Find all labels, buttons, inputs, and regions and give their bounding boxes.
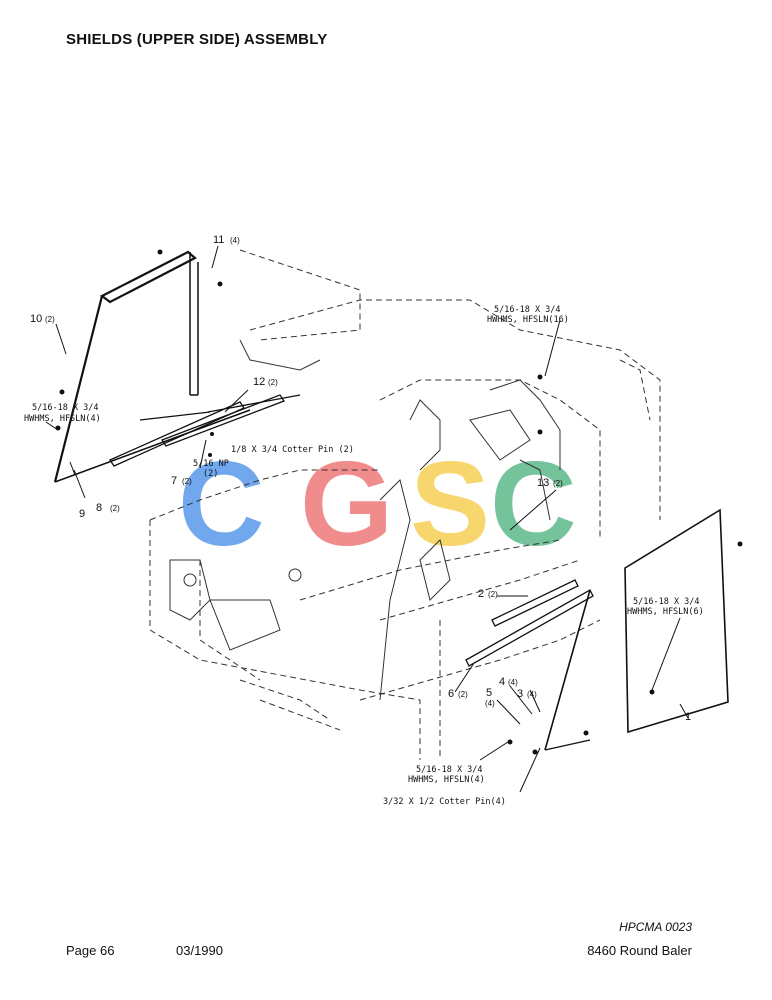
hardware-left-type: HWHMS, HFSLN(4) xyxy=(24,414,101,424)
cotter-pin-top: 1/8 X 3/4 Cotter Pin (2) xyxy=(231,445,354,455)
watermark-letter-c2: C xyxy=(490,437,577,571)
watermark: C G S C xyxy=(178,437,577,571)
hardware-bottom-size: 5/16-18 X 3/4 xyxy=(416,765,483,775)
callout-3: 3 xyxy=(517,688,523,700)
left-shield-panel xyxy=(53,250,251,483)
callout-4-qty: (4) xyxy=(508,678,518,687)
np-size: 5/16 NP xyxy=(193,459,229,469)
left-strips xyxy=(109,394,301,467)
callout-13-qty: (2) xyxy=(553,479,563,488)
hardware-right-size: 5/16-18 X 3/4 xyxy=(633,597,700,607)
right-shield-panel xyxy=(544,508,729,751)
baler-frame xyxy=(149,249,661,760)
baler-frame-solid xyxy=(169,339,561,701)
hardware-top-type: HWHMS, HFSLN(16) xyxy=(487,315,569,325)
callout-7: 7 xyxy=(171,475,177,487)
page-number: Page 66 xyxy=(66,943,115,958)
callout-12: 12 xyxy=(253,376,265,388)
callout-7-qty: (2) xyxy=(182,477,192,486)
callout-3-qty: (4) xyxy=(527,690,537,699)
callout-5-qty: (4) xyxy=(485,699,495,708)
page-title: SHIELDS (UPPER SIDE) ASSEMBLY xyxy=(66,31,328,48)
callout-6-qty: (2) xyxy=(458,690,468,699)
callout-2: 2 xyxy=(478,588,484,600)
callout-12-qty: (2) xyxy=(268,378,278,387)
cotter-pin-bottom: 3/32 X 1/2 Cotter Pin(4) xyxy=(383,797,506,807)
watermark-letter-c1: C xyxy=(178,437,265,571)
callout-2-qty: (2) xyxy=(488,590,498,599)
model-name: 8460 Round Baler xyxy=(587,943,692,958)
callout-10-qty: (2) xyxy=(45,315,55,324)
callout-4: 4 xyxy=(499,676,505,688)
callout-8-qty: (2) xyxy=(110,504,120,513)
watermark-letter-s: S xyxy=(410,437,490,571)
watermark-letter-g: G xyxy=(300,437,393,571)
callout-11: 11 xyxy=(213,234,224,246)
callout-10: 10 xyxy=(30,313,42,325)
callout-6: 6 xyxy=(448,688,454,700)
callouts: 11 (4) 10 (2) 12 (2) 5/16-18 X 3/4 HWHMS… xyxy=(24,234,704,807)
lower-strips xyxy=(465,579,594,667)
callout-9: 9 xyxy=(79,508,85,520)
callout-11-qty: (4) xyxy=(230,236,240,245)
callout-1: 1 xyxy=(685,711,691,723)
callout-5: 5 xyxy=(486,687,492,699)
fastener-dots xyxy=(55,249,743,755)
callout-8: 8 xyxy=(96,502,102,514)
hardware-left-size: 5/16-18 X 3/4 xyxy=(32,403,99,413)
callout-13: 13 xyxy=(537,477,549,489)
hardware-top-size: 5/16-18 X 3/4 xyxy=(494,305,561,315)
document-code: HPCMA 0023 xyxy=(619,920,692,934)
leader-lines xyxy=(45,245,689,793)
page-date: 03/1990 xyxy=(176,943,223,958)
hardware-right-type: HWHMS, HFSLN(6) xyxy=(627,607,704,617)
np-qty: (2) xyxy=(203,469,218,479)
hardware-bottom-type: HWHMS, HFSLN(4) xyxy=(408,775,485,785)
